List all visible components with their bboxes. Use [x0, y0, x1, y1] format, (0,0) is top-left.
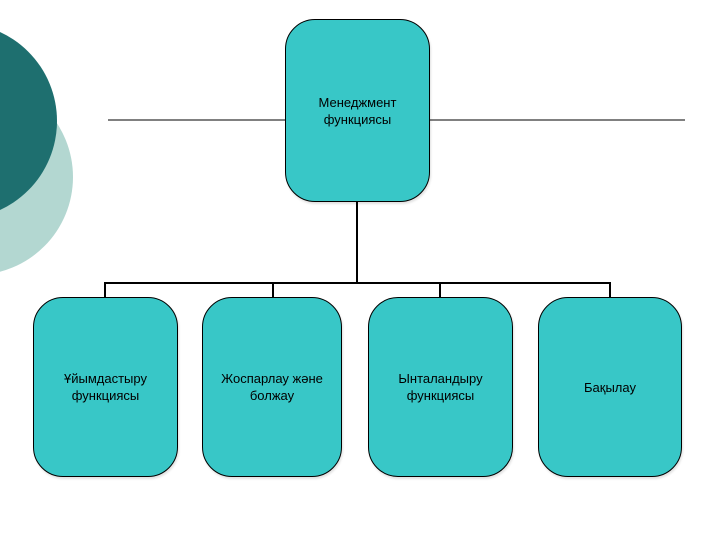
node-control-label: Бақылау	[584, 379, 636, 395]
node-management-function[interactable]: Менеджмент функциясы	[285, 19, 430, 202]
node-management-function-label: Менеджмент функциясы	[318, 94, 397, 127]
node-control[interactable]: Бақылау	[538, 297, 682, 477]
node-planning-forecasting[interactable]: Жоспарлау және болжау	[202, 297, 342, 477]
node-motivation-function-label: Ынталандыру функциясы	[398, 371, 483, 403]
node-organizing-function-label: Ұйымдастыру функциясы	[64, 371, 147, 403]
node-organizing-function[interactable]: Ұйымдастыру функциясы	[33, 297, 178, 477]
node-planning-forecasting-label: Жоспарлау және болжау	[221, 371, 323, 403]
node-motivation-function[interactable]: Ынталандыру функциясы	[368, 297, 513, 477]
corner-circle-dark	[0, 32, 57, 210]
